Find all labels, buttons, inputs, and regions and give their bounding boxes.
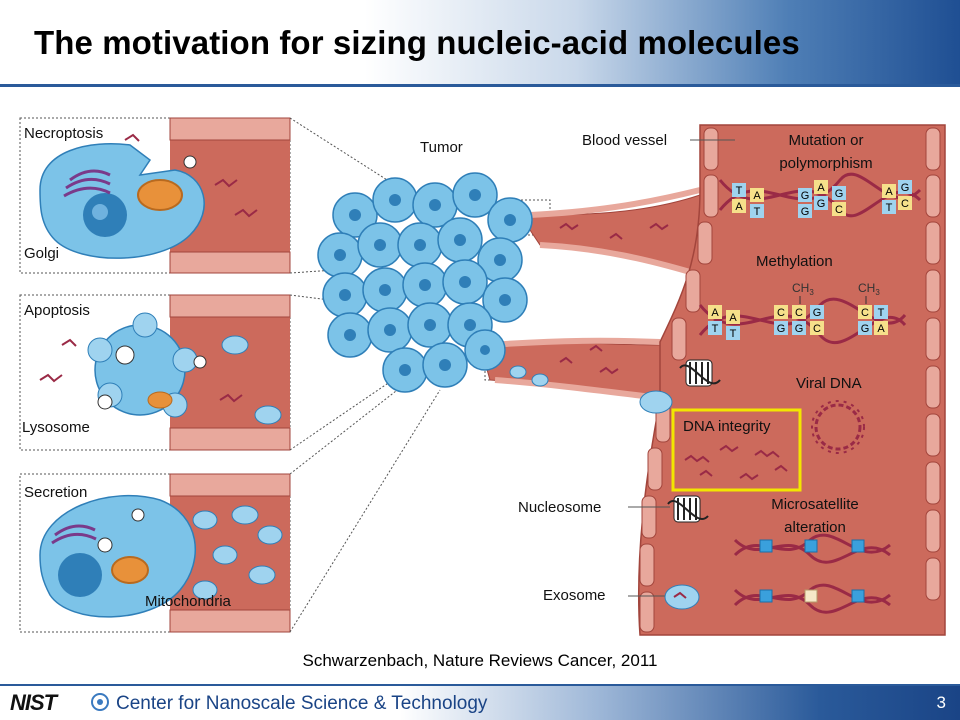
vessel-branches	[479, 187, 701, 401]
nucleosome-upper	[679, 359, 721, 387]
base: A	[729, 312, 737, 324]
viral-dna-group: Viral DNA	[796, 375, 865, 454]
label-exosome: Exosome	[543, 587, 606, 604]
label-methylation: Methylation	[756, 253, 833, 270]
base: C	[795, 307, 803, 319]
base: C	[835, 204, 843, 216]
base: G	[817, 198, 826, 210]
base: C	[901, 198, 909, 210]
base: A	[877, 323, 885, 335]
header-rule	[0, 84, 960, 87]
label-necroptosis: Necroptosis	[24, 125, 103, 142]
panel-apoptosis: Apoptosis Lysosome	[19, 294, 291, 451]
label-microsatellite-line1: Microsatellite	[771, 496, 859, 513]
base: A	[885, 186, 893, 198]
label-nucleosome: Nucleosome	[518, 499, 601, 516]
base: A	[711, 307, 719, 319]
mutation-group: Mutation or polymorphism T A A T A G G G…	[718, 132, 922, 218]
label-golgi: Golgi	[24, 245, 59, 262]
main-blood-vessel: Blood vessel	[582, 124, 946, 636]
exosome-small-1	[509, 365, 527, 379]
label-mutation-line1: Mutation or	[788, 132, 863, 149]
nist-logo: NIST	[10, 690, 57, 715]
microsatellite-group: Microsatellite alteration	[733, 496, 891, 614]
base: T	[878, 307, 885, 319]
base: G	[801, 190, 810, 202]
ch3-label-2: CH3	[858, 281, 880, 297]
slide-header: The motivation for sizing nucleic-acid m…	[0, 0, 960, 87]
page-number: 3	[936, 693, 946, 712]
base: G	[901, 182, 910, 194]
base: T	[736, 185, 743, 197]
label-mutation-line2: polymorphism	[779, 155, 872, 172]
base: A	[817, 182, 825, 194]
label-secretion: Secretion	[24, 484, 87, 501]
cnst-logo-icon	[91, 693, 109, 711]
label-lysosome: Lysosome	[22, 419, 90, 436]
exosome-small-2	[531, 373, 549, 387]
org-name: Center for Nanoscale Science & Technolog…	[116, 693, 488, 714]
base: G	[777, 323, 786, 335]
footer-band	[400, 684, 960, 720]
label-dna-integrity: DNA integrity	[683, 418, 771, 435]
base: G	[861, 323, 870, 335]
base: G	[813, 307, 822, 319]
label-viral-dna: Viral DNA	[796, 375, 862, 392]
methylation-group: Methylation CH3 CH3 A T A T C G C G G C …	[698, 253, 907, 344]
base: A	[753, 190, 761, 202]
base: C	[777, 307, 785, 319]
base: T	[754, 206, 761, 218]
base: T	[730, 328, 737, 340]
slide-title: The motivation for sizing nucleic-acid m…	[34, 24, 800, 61]
label-tumor: Tumor	[420, 139, 463, 156]
exosome-group: Exosome	[543, 584, 700, 610]
panel-necroptosis: Necroptosis Golgi	[19, 117, 291, 274]
dna-fragments	[559, 222, 669, 375]
label-apoptosis: Apoptosis	[24, 302, 90, 319]
base: G	[801, 206, 810, 218]
label-microsatellite-line2: alteration	[784, 519, 846, 536]
base: T	[712, 323, 719, 335]
base: T	[886, 202, 893, 214]
base: A	[735, 201, 743, 213]
dna-integrity-highlight: DNA integrity	[671, 408, 802, 492]
panel-secretion: Secretion Mitochondria	[19, 473, 291, 633]
slide-footer: NIST Center for Nanoscale Science & Tech…	[0, 684, 960, 720]
base: G	[795, 323, 804, 335]
nucleosome-lower: Nucleosome	[518, 495, 709, 523]
tumor-cluster: Tumor	[317, 139, 533, 393]
base: G	[835, 188, 844, 200]
footer-rule	[0, 684, 960, 686]
base: C	[861, 307, 869, 319]
exosome-branch	[639, 390, 673, 414]
citation: Schwarzenbach, Nature Reviews Cancer, 20…	[302, 651, 658, 670]
label-blood-vessel: Blood vessel	[582, 132, 667, 149]
cfdna-diagram: Necroptosis Golgi Apoptosis Lysosome	[19, 117, 946, 636]
label-mitochondria: Mitochondria	[145, 593, 232, 610]
base: C	[813, 323, 821, 335]
ch3-label-1: CH3	[792, 281, 814, 297]
